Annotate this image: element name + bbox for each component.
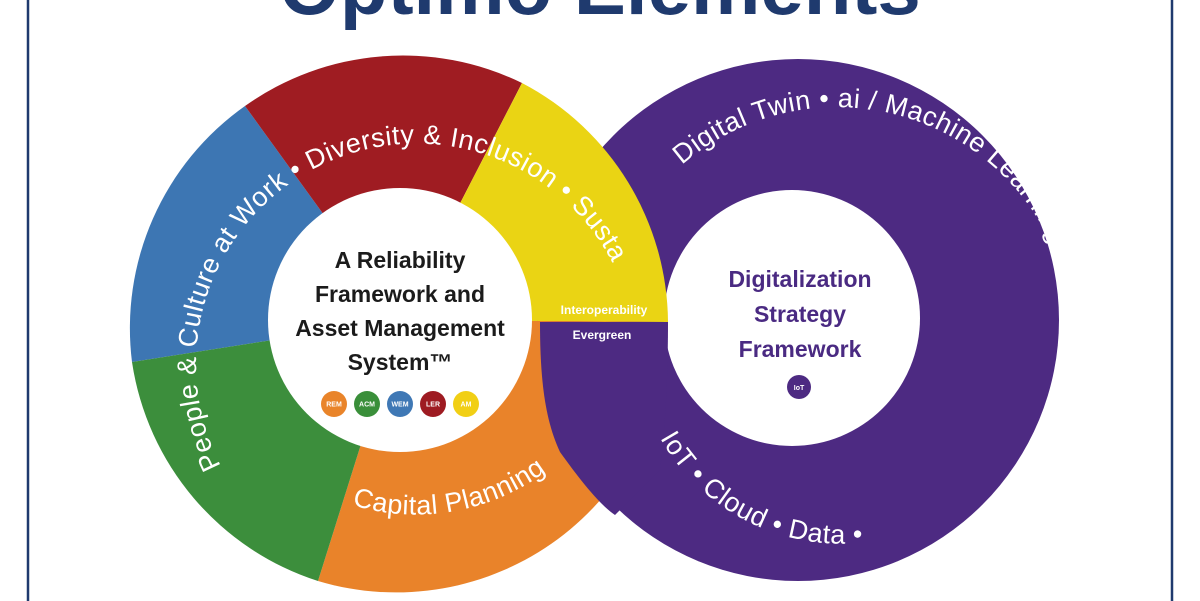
bridge-upper-label: Interoperability (561, 303, 648, 317)
bridge-lower-label: Evergreen (573, 328, 632, 342)
segment-red (245, 55, 522, 321)
badge-label-acm: ACM (359, 402, 375, 409)
right-ring-inner (664, 190, 920, 446)
iot-badge (787, 375, 811, 399)
left-center-text: A Reliability Framework and Asset Manage… (295, 247, 505, 375)
page-frame (26, 0, 1174, 601)
left-center-line-4: System™ (348, 349, 453, 375)
header-title: Optimo Elements (279, 0, 920, 31)
badge-label-ler: LER (426, 402, 440, 409)
iot-badge-label: IoT (794, 385, 805, 392)
badge-rem (321, 391, 347, 417)
badge-acm (354, 391, 380, 417)
right-ring (537, 59, 1059, 581)
badge-label-wem: WEM (391, 402, 408, 409)
left-center-line-1: A Reliability (335, 247, 466, 273)
badge-label-am: AM (461, 402, 472, 409)
right-center-line-1: Digitalization (728, 266, 871, 292)
badge-ler (420, 391, 446, 417)
left-badges: REM ACM WEM LER AM (321, 391, 479, 417)
right-center-line-3: Framework (739, 336, 862, 362)
bridge-purple-overlap (540, 322, 668, 515)
badge-wem (387, 391, 413, 417)
left-center-line-3: Asset Management (295, 315, 505, 341)
badge-am (453, 391, 479, 417)
left-center-line-2: Framework and (315, 281, 485, 307)
left-ring (129, 55, 668, 593)
badge-label-rem: REM (326, 402, 342, 409)
right-center-line-2: Strategy (754, 301, 846, 327)
right-center-text: Digitalization Strategy Framework IoT (728, 266, 872, 399)
left-ring-center (268, 188, 532, 452)
